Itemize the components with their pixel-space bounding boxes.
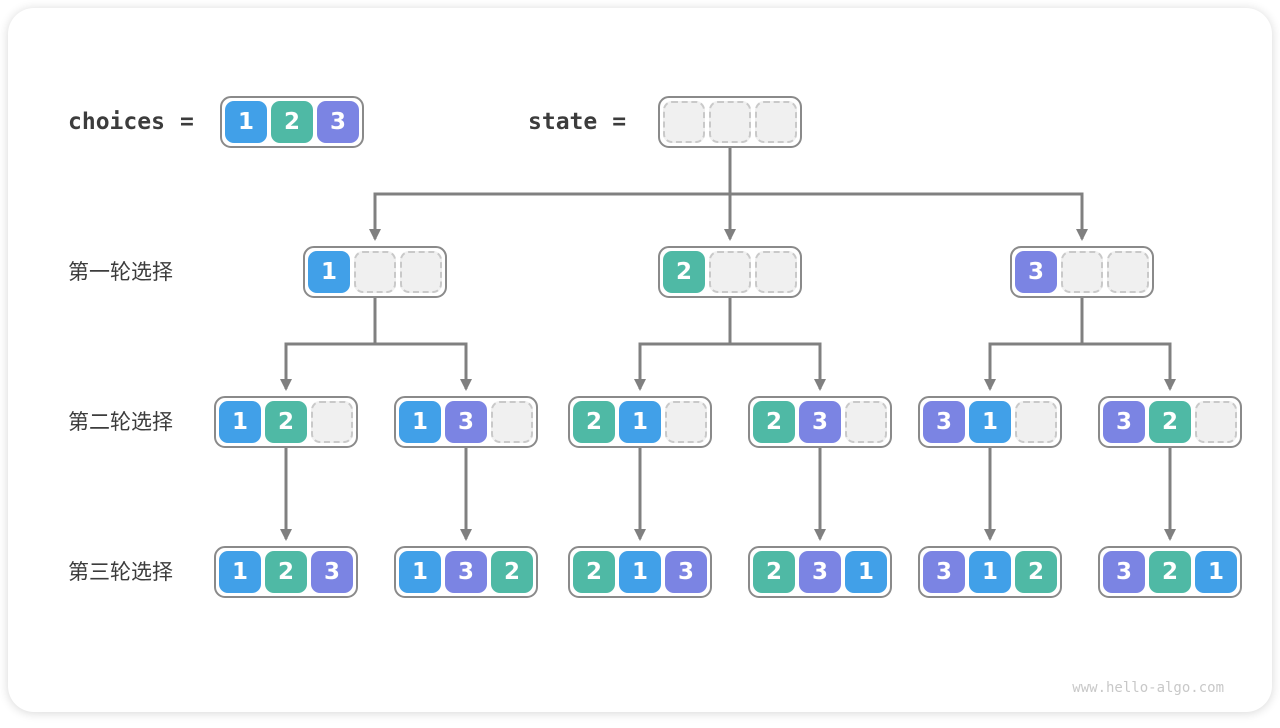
state-label-group: state = bbox=[528, 96, 626, 148]
cell-value: 3 bbox=[923, 551, 965, 593]
cell-value: 3 bbox=[445, 551, 487, 593]
choices-equals: = bbox=[179, 109, 194, 135]
cell-empty bbox=[400, 251, 442, 293]
cell-empty bbox=[663, 101, 705, 143]
cell-value: 3 bbox=[665, 551, 707, 593]
cell-value: 1 bbox=[969, 401, 1011, 443]
cell-value: 3 bbox=[311, 551, 353, 593]
choices-label: choices bbox=[68, 109, 165, 135]
tree-arrows bbox=[280, 148, 1176, 541]
round-3-label: 第三轮选择 bbox=[68, 560, 173, 584]
cell-value: 1 bbox=[399, 401, 441, 443]
cell-empty bbox=[755, 101, 797, 143]
cell-empty bbox=[1107, 251, 1149, 293]
cell-value: 1 bbox=[1195, 551, 1237, 593]
state-box bbox=[658, 96, 802, 148]
cell-empty bbox=[491, 401, 533, 443]
tree-node: 3 bbox=[1010, 246, 1154, 298]
cell-empty bbox=[709, 101, 751, 143]
cell-empty bbox=[665, 401, 707, 443]
cell-value: 3 bbox=[799, 401, 841, 443]
cell-empty bbox=[845, 401, 887, 443]
cell-value: 2 bbox=[271, 101, 313, 143]
cell-value: 2 bbox=[1149, 401, 1191, 443]
cell-empty bbox=[311, 401, 353, 443]
tree-node: 2 bbox=[658, 246, 802, 298]
cell-value: 2 bbox=[1015, 551, 1057, 593]
cell-empty bbox=[1015, 401, 1057, 443]
cell-empty bbox=[709, 251, 751, 293]
cell-value: 2 bbox=[1149, 551, 1191, 593]
tree-node: 1 bbox=[303, 246, 447, 298]
cell-value: 1 bbox=[219, 551, 261, 593]
cell-value: 1 bbox=[845, 551, 887, 593]
cell-value: 3 bbox=[1103, 551, 1145, 593]
state-equals: = bbox=[612, 109, 627, 135]
cell-value: 2 bbox=[491, 551, 533, 593]
cell-empty bbox=[354, 251, 396, 293]
cell-value: 2 bbox=[753, 401, 795, 443]
cell-value: 3 bbox=[445, 401, 487, 443]
cell-value: 3 bbox=[1103, 401, 1145, 443]
cell-value: 3 bbox=[317, 101, 359, 143]
cell-value: 1 bbox=[219, 401, 261, 443]
cell-value: 1 bbox=[619, 551, 661, 593]
cell-value: 2 bbox=[265, 401, 307, 443]
state-label: state bbox=[528, 109, 598, 135]
cell-value: 1 bbox=[308, 251, 350, 293]
round-2-label: 第二轮选择 bbox=[68, 410, 173, 434]
cell-empty bbox=[1195, 401, 1237, 443]
cell-empty bbox=[1061, 251, 1103, 293]
cell-value: 1 bbox=[225, 101, 267, 143]
cell-value: 2 bbox=[663, 251, 705, 293]
cell-value: 2 bbox=[753, 551, 795, 593]
cell-value: 2 bbox=[265, 551, 307, 593]
cell-empty bbox=[755, 251, 797, 293]
cell-value: 1 bbox=[969, 551, 1011, 593]
cell-value: 1 bbox=[399, 551, 441, 593]
watermark: www.hello-algo.com bbox=[1072, 680, 1224, 696]
cell-value: 3 bbox=[923, 401, 965, 443]
cell-value: 2 bbox=[573, 401, 615, 443]
cell-value: 1 bbox=[619, 401, 661, 443]
round-1-label: 第一轮选择 bbox=[68, 260, 173, 284]
choices-label-group: choices = bbox=[68, 96, 194, 148]
cell-value: 3 bbox=[799, 551, 841, 593]
cell-value: 3 bbox=[1015, 251, 1057, 293]
cell-value: 2 bbox=[573, 551, 615, 593]
